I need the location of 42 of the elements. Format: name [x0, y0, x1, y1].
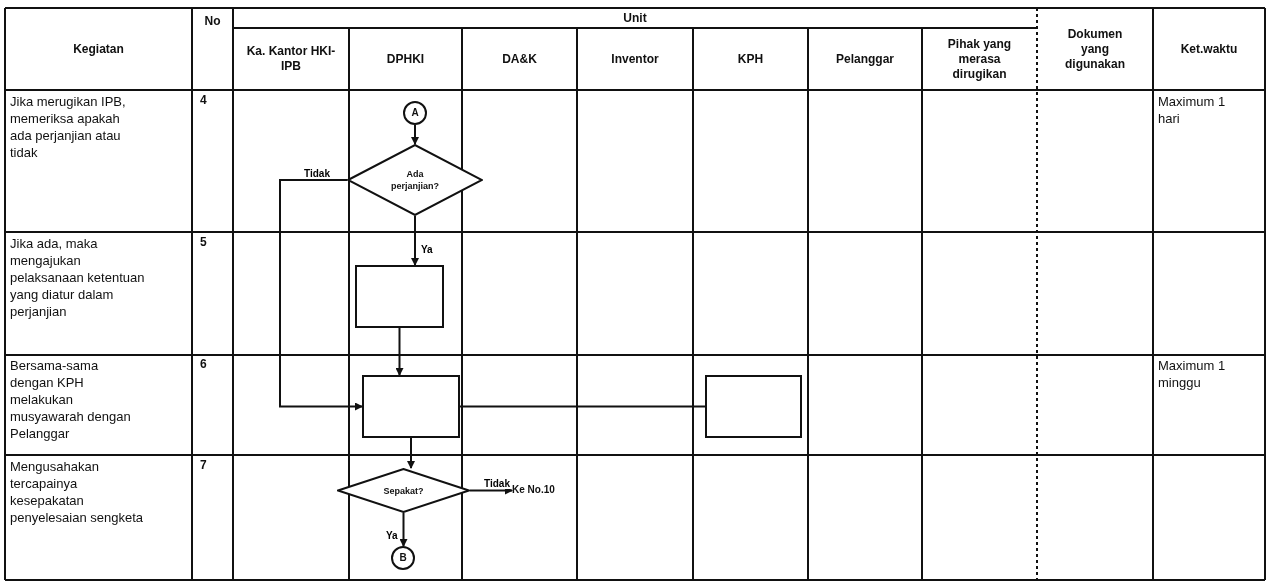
arrow [395, 327, 404, 376]
decision-diamond: Sepakat? [337, 468, 470, 513]
reference-text: Ke No.10 [512, 482, 574, 498]
activity-text: Jika ada, maka mengajukan pelaksanaan ketentuan yang diatur dalam perjanjian [10, 235, 145, 320]
process-box [705, 375, 802, 438]
arrow [279, 179, 363, 411]
decision-diamond: Ada perjanjian? [347, 144, 483, 216]
connector-circle: A [403, 101, 427, 125]
column-header: Pelanggar [836, 51, 894, 67]
column-header: No [204, 14, 221, 29]
arrow [411, 215, 419, 266]
connector-circle: B [391, 546, 415, 570]
time-note: Maximum 1 hari [1158, 93, 1227, 127]
column-header: Dokumen yang digunakan [1064, 26, 1126, 72]
column-header: Inventor [611, 51, 659, 67]
arrow [399, 512, 408, 547]
step-number: 4 [200, 93, 207, 108]
column-header: Unit [623, 10, 647, 26]
step-number: 6 [200, 357, 207, 372]
column-header: Kegiatan [73, 41, 124, 57]
edge-label: Ya [420, 244, 434, 255]
column-header: DA&K [502, 51, 537, 67]
column-header: Pihak yang merasa dirugikan [946, 36, 1013, 82]
arrow [469, 486, 513, 495]
edge-label: Ya [385, 530, 399, 541]
column-header: DPHKI [386, 51, 425, 67]
process-box [355, 265, 444, 328]
activity-text: Bersama-sama dengan KPH melakukan musyawarah dengan Pelanggar [10, 357, 132, 442]
time-note: Maximum 1 minggu [1158, 357, 1227, 391]
arrow [407, 437, 415, 469]
arrow [411, 124, 419, 145]
step-number: 5 [200, 235, 207, 250]
column-header: KPH [737, 51, 764, 67]
column-header: Ket.waktu [1180, 41, 1238, 57]
column-header: Ka. Kantor HKI-IPB [245, 44, 337, 74]
process-box [362, 375, 460, 438]
step-number: 7 [200, 458, 207, 473]
edge-label: Tidak [303, 168, 331, 179]
edge-label: Tidak [483, 478, 511, 489]
activity-text: Mengusahakan tercapainya kesepakatan penyelesaian sengketa [10, 458, 144, 526]
connector-line [459, 405, 706, 408]
activity-text: Jika merugikan IPB, memeriksa apakah ada perjanjian atau tidak [10, 93, 127, 161]
